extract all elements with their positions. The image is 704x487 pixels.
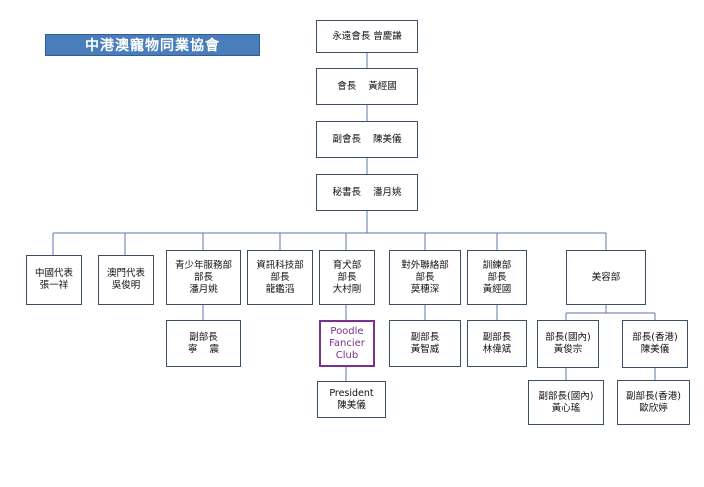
org-box-text: 副部長(香港) [626,390,681,402]
org-box-grooming-dept: 美容部 [566,250,646,305]
org-title: 中港澳寵物同業協會 [45,34,260,56]
org-box-it-dept: 資訊科技部部長龍鑑滔 [247,250,313,305]
org-box-president: 會長 黃經國 [316,68,418,105]
org-box-text: 青少年服務部 [174,259,232,271]
org-box-honorary-president: 永遠會長 曾慶謙 [316,20,418,53]
org-box-text: 部長 [193,271,213,283]
org-box-text: 副部長 [482,331,512,343]
org-box-text: 永遠會長 曾慶謙 [332,30,402,42]
org-box-youth-deputy: 副部長寧 震 [166,320,241,367]
org-box-text: 歐欣婷 [639,402,668,414]
org-box-text: 對外聯絡部 [401,259,449,271]
org-box-text: 副部長 [189,331,218,343]
org-box-text: President [329,387,374,399]
org-box-text: 陳美儀 [640,344,670,355]
org-box-text: 訓練部 [482,259,512,271]
org-box-youth-dept: 青少年服務部部長潘月姚 [166,250,241,305]
org-box-text: 陳美儀 [337,399,366,411]
org-box-text: Club [335,349,359,361]
org-box-grooming-hk-head: 部長(香港)陳美儀 [622,320,688,368]
org-box-text: 黃心瑤 [551,402,581,414]
org-box-text: 張一祥 [39,280,69,291]
org-box-text: 美容部 [591,271,621,283]
org-box-macau-rep: 澳門代表吳俊明 [98,255,154,305]
org-box-text: 部長 [270,271,290,283]
org-box-text: 會長 黃經國 [337,80,397,92]
org-box-text: 秘書長 潘月姚 [332,186,402,198]
org-box-text: 林偉斌 [482,343,512,355]
org-box-text: 龍鑑滔 [265,283,295,295]
org-box-text: 中國代表 [34,268,73,279]
org-box-external-dept: 對外聯絡部部長莫穗深 [389,250,461,305]
org-box-text: 部長(香港) [632,332,678,343]
org-box-external-deputy: 副部長黃智威 [389,320,461,367]
org-box-text: 大村剛 [332,283,362,295]
org-box-training-dept: 訓練部部長黃經國 [467,250,527,305]
org-box-grooming-hk-deputy: 副部長(香港)歐欣婷 [617,380,690,425]
org-box-text: 部長(國內) [545,332,591,343]
org-box-text: 莫穗深 [410,283,440,295]
org-box-text: Fancier [329,337,365,349]
org-box-text: 黃經國 [482,283,512,295]
org-box-training-deputy: 副部長林偉斌 [467,320,527,367]
org-box-text: 部長 [487,271,507,283]
org-box-grooming-mainland-deputy: 副部長(國內)黃心瑤 [528,380,604,425]
org-box-text: Poodle [330,325,364,337]
org-box-text: 寧 震 [187,343,220,355]
org-box-text: 部長 [337,271,357,283]
org-box-secretary: 秘書長 潘月姚 [316,174,418,211]
org-box-text: 部長 [415,271,435,283]
org-box-text: 黃智威 [410,343,440,355]
org-box-text: 副部長(國內) [538,390,594,402]
org-box-text: 資訊科技部 [256,259,304,271]
org-box-text: 副會長 陳美儀 [332,133,402,145]
org-box-text: 吳俊明 [111,280,141,291]
org-box-vice-president: 副會長 陳美儀 [316,121,418,158]
org-box-text: 黃俊宗 [553,344,583,355]
org-box-text: 育犬部 [332,259,362,271]
org-box-text: 副部長 [410,331,440,343]
org-box-text: 潘月姚 [189,283,218,295]
org-box-text: 澳門代表 [106,268,145,279]
org-box-breeding-dept: 育犬部部長大村剛 [319,250,375,305]
org-box-grooming-mainland-head: 部長(國內)黃俊宗 [537,320,599,368]
org-box-china-rep: 中國代表張一祥 [26,255,82,305]
